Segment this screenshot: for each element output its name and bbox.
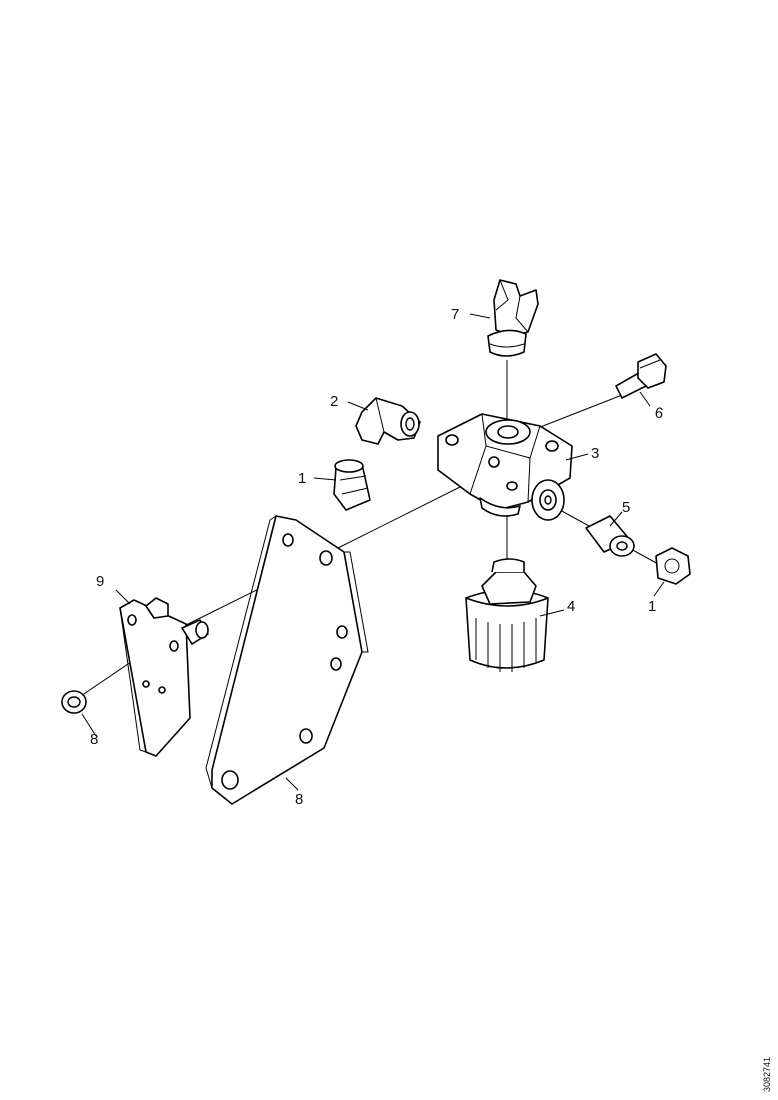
callout-10: 9	[96, 573, 104, 590]
callout-7: 7	[451, 306, 459, 323]
callout-2: 2	[330, 393, 338, 410]
part-1-straight-fitting	[333, 459, 371, 511]
callout-4: 4	[567, 598, 575, 615]
part-8-nut-left	[61, 690, 87, 714]
part-3-valve-body	[437, 413, 573, 521]
part-10-small-bracket	[119, 597, 209, 757]
callout-5: 5	[622, 499, 630, 516]
callout-leaders	[81, 313, 665, 791]
drawing-reference-number: 3082741	[762, 1057, 772, 1092]
part-4-filter-canister	[465, 558, 549, 672]
callout-9: 8	[295, 791, 303, 808]
part-9-mounting-bracket	[205, 515, 369, 805]
callout-8-left: 8	[90, 731, 98, 748]
part-2-elbow-connector	[355, 397, 421, 445]
callout-3: 3	[591, 445, 599, 462]
callout-1: 1	[298, 470, 306, 487]
part-5-fitting	[585, 515, 635, 557]
part-1-hex-nut-right	[655, 547, 691, 585]
part-7-elbow-fitting	[487, 279, 539, 357]
callout-6: 6	[654, 404, 665, 422]
callout-1-right: 1	[648, 598, 656, 615]
part-6-bolt	[615, 353, 667, 399]
